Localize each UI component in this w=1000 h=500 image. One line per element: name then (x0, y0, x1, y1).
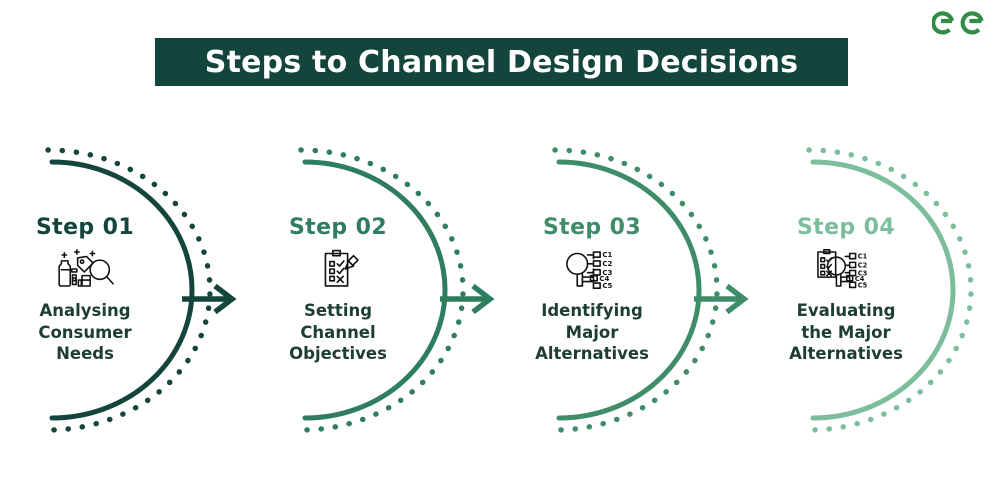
option-label: C4 (599, 274, 609, 283)
step-label-1: Step 01 (35, 214, 135, 240)
step-text-2: Setting Channel Objectives (289, 300, 387, 365)
option-label: C3 (602, 268, 612, 277)
arrow-step1-to-step2 (182, 283, 237, 315)
arrow-step2-to-step3 (440, 283, 495, 315)
arrow-step3-to-step4 (694, 283, 749, 315)
option-label: C5 (602, 281, 612, 290)
step-text-4: Evaluating the Major Alternatives (789, 300, 903, 365)
clipboard-magnifier-options-c1-c5-icon: C1 C2 C3 C4 C5 (817, 248, 868, 289)
option-label: C4 (855, 275, 865, 283)
step-text-line: Identifying (541, 300, 643, 320)
geeksforgeeks-gg-logo (932, 11, 984, 35)
step-card-4[interactable]: Step 04 (751, 140, 1000, 440)
step-text-line: Setting (303, 300, 373, 320)
step-text-line: the Major (801, 322, 891, 342)
step-arc-3 (552, 147, 720, 433)
consumer-research-bottles-magnifier-icon (58, 248, 114, 287)
step-card-2[interactable]: Step 02 Setting Channel Objectives (243, 140, 493, 440)
option-label: C1 (858, 253, 868, 261)
step-label-2: Step 02 (288, 214, 388, 240)
clipboard-checklist-pencil-icon (324, 249, 359, 287)
step-label-4: Step 04 (796, 214, 896, 240)
step-text-line: Major (565, 322, 619, 342)
step-text-line: Evaluating (796, 300, 896, 320)
step-arc-4 (806, 147, 974, 433)
step-text-line: Channel (300, 322, 376, 342)
option-label: C3 (858, 269, 868, 277)
step-label-3: Step 03 (542, 214, 642, 240)
step-card-1[interactable]: Step 01 (0, 140, 240, 440)
step-text-line: Alternatives (535, 344, 649, 364)
step-card-3[interactable]: Step 03 C1 C2 C3 C4 C5 (497, 140, 747, 440)
step-text-line: Needs (56, 344, 114, 364)
step-text-1: Analysing Consumer Needs (38, 300, 131, 365)
step-text-line: Consumer (38, 322, 132, 342)
step-arc-1 (45, 147, 213, 433)
steps-container: Step 01 (0, 140, 1000, 440)
magnifier-options-c1-c5-icon: C1 C2 C3 C4 C5 (566, 250, 612, 290)
step-arc-2 (298, 147, 466, 433)
step-text-line: Objectives (289, 344, 387, 364)
step-text-line: Analysing (39, 300, 131, 320)
option-label: C5 (858, 281, 868, 289)
step-text-3: Identifying Major Alternatives (535, 300, 649, 365)
step-text-line: Alternatives (789, 344, 903, 364)
page-title: Steps to Channel Design Decisions (204, 44, 799, 80)
option-label: C2 (858, 261, 868, 269)
option-label: C2 (602, 259, 612, 268)
option-label: C1 (602, 250, 612, 259)
page-title-banner: Steps to Channel Design Decisions (155, 38, 848, 86)
